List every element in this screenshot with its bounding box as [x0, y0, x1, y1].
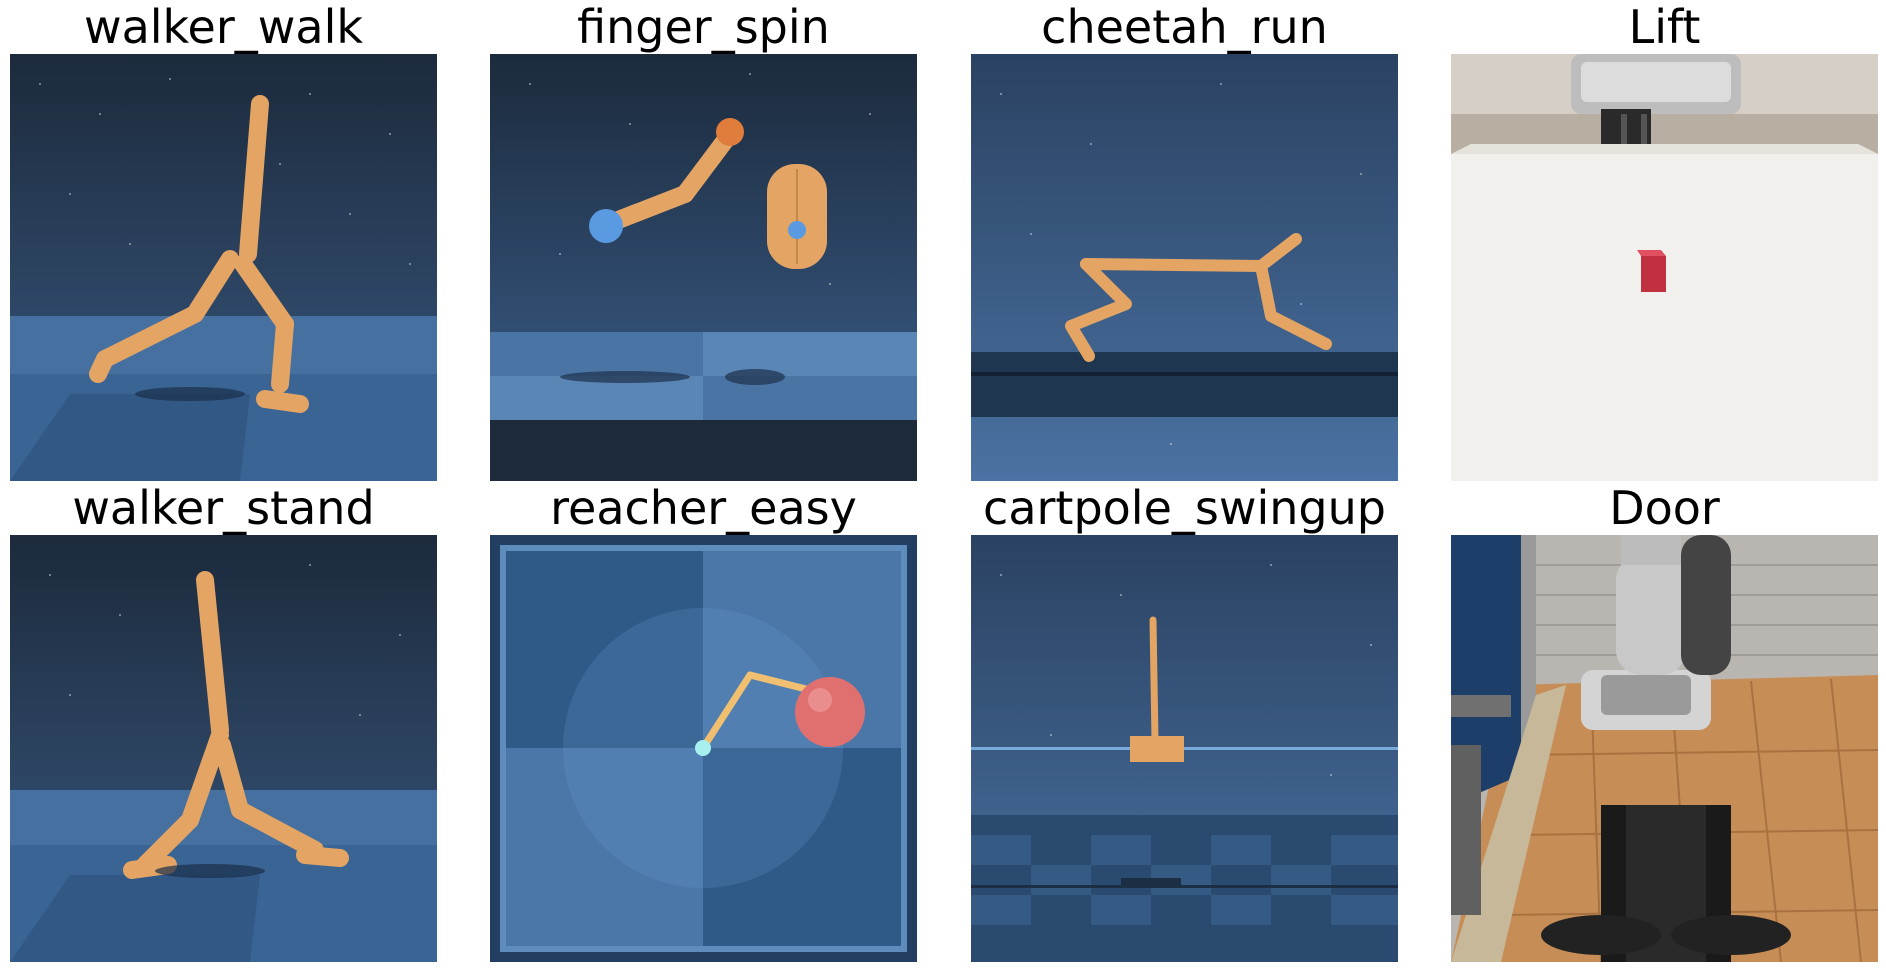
panel-title: Lift	[1628, 0, 1701, 54]
door-image	[1451, 535, 1878, 962]
panel-title: cheetah_run	[1041, 0, 1328, 54]
panel-title: walker_stand	[72, 481, 375, 535]
walker-stand-image	[10, 535, 437, 962]
panel-title: finger_spin	[577, 0, 830, 54]
panel-title: Door	[1609, 481, 1720, 535]
cheetah-run-image	[971, 54, 1398, 481]
walker-walk-image	[10, 54, 437, 481]
panel-title: cartpole_swingup	[983, 481, 1386, 535]
panel-title: reacher_easy	[550, 481, 857, 535]
cartpole-swingup-image	[971, 535, 1398, 962]
panel-title: walker_walk	[83, 0, 364, 54]
lift-image	[1451, 54, 1878, 481]
reacher-easy-image	[490, 535, 917, 962]
finger-spin-image	[490, 54, 917, 481]
